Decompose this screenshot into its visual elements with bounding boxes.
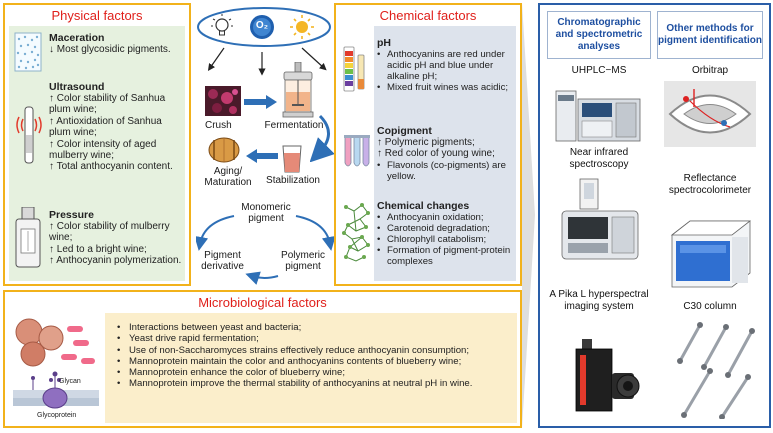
ph-item: Mixed fruit wines was acidic; xyxy=(377,82,515,93)
ultrasound-item: ↑ Color intensity of aged mulberry wine; xyxy=(49,138,157,162)
pigment-derivative-label: Pigment derivative xyxy=(201,250,244,272)
pressure-item: ↑ Led to a bright wine; xyxy=(49,243,147,255)
near-infrared-label: Near infrared spectroscopy xyxy=(569,147,629,170)
environment-factors-oval xyxy=(196,6,332,53)
chemical-changes-heading: Chemical changes xyxy=(377,200,470,212)
maceration-item: ↓ Most glycosidic pigments. xyxy=(49,44,171,55)
ultrasound-item: ↑ Total anthocyanin content. xyxy=(49,161,173,173)
physical-factors-panel: Physical factors Maceration ↓ Most glyco… xyxy=(3,3,191,286)
physical-factors-title: Physical factors xyxy=(51,8,143,23)
chemical-changes-item: Formation of pigment-protein complexes xyxy=(377,245,515,267)
pressure-vessel-icon xyxy=(13,206,43,274)
aging-maturation-label: Aging/ Maturation xyxy=(204,166,252,188)
ph-test-strip-icon xyxy=(342,45,370,100)
ph-item: Anthocyanins are red under acidic pH and… xyxy=(377,49,515,82)
ultrasound-icon xyxy=(13,105,45,172)
yeast-bacteria-icon xyxy=(11,316,101,429)
monomeric-pigment-label: Monomeric pigment xyxy=(241,202,291,224)
orbitrap-icon xyxy=(664,81,756,152)
glycoprotein-label: Glycoprotein xyxy=(37,412,77,419)
microbiological-item: •Mannoprotein maintain the color and ant… xyxy=(117,355,462,367)
chemical-changes-item: Carotenoid degradation; xyxy=(377,223,515,234)
maceration-tank-icon xyxy=(13,31,43,78)
oxygen-label: O₂ xyxy=(255,20,269,31)
chemical-changes-section: Chemical changes Anthocyanin oxidation; … xyxy=(377,200,515,267)
fermentation-to-stabilization-arrow xyxy=(310,114,335,162)
ph-section: pH Anthocyanins are red under acidic pH … xyxy=(377,37,515,93)
stabilization-to-aging-arrow xyxy=(246,149,278,163)
microbiological-item: •Yeast drive rapid fermentation; xyxy=(117,333,259,345)
microbiological-item: •Interactions between yeast and bacteria… xyxy=(117,322,302,333)
chemical-factors-panel: Chemical factors pH Anthocyanins are red… xyxy=(334,3,522,286)
pressure-section: Pressure ↑ Color stability of mulberry w… xyxy=(49,209,185,267)
connector-arrow xyxy=(522,3,536,433)
pigment-cycle-arrows xyxy=(196,215,336,285)
molecule-icon xyxy=(340,201,372,270)
copigment-item: Flavonols (co-pigments) are yellow. xyxy=(377,160,515,182)
chemical-changes-item: Anthocyanin oxidation; xyxy=(377,212,515,223)
c30-column-label: C30 column xyxy=(683,301,737,312)
ph-heading: pH xyxy=(377,37,391,49)
copigment-section: Copigment ↑ Polymeric pigments; ↑ Red co… xyxy=(377,125,515,182)
microbiological-factors-title: Microbiological factors xyxy=(198,295,327,310)
copigment-heading: Copigment xyxy=(377,125,432,137)
maceration-heading: Maceration xyxy=(49,32,105,44)
crush-label: Crush xyxy=(205,120,232,131)
copigment-item: ↑ Polymeric pigments; xyxy=(377,137,475,148)
light-bulb-icon xyxy=(211,14,233,36)
glycan-label: Glycan xyxy=(59,378,81,385)
hyperspectral-camera-icon xyxy=(562,339,646,426)
pressure-item: ↑ Color stability of mulberry wine; xyxy=(49,221,170,244)
copigment-item: ↑ Red color of young wine; xyxy=(377,148,495,160)
fermentation-label: Fermentation xyxy=(264,120,324,131)
stabilization-label: Stabilization xyxy=(266,175,320,186)
microbiological-factors-panel: Microbiological factors xyxy=(3,290,522,428)
chemical-changes-item: Chlorophyll catabolism; xyxy=(377,234,515,245)
other-methods-header: Other methods for pigment identification xyxy=(657,11,763,59)
microbiological-item: •Mannoprotein enhance the color of blueb… xyxy=(117,367,345,379)
ultrasound-item: ↑ Antioxidation of Sanhua plum wine; xyxy=(49,115,162,139)
spectrocolorimeter-icon xyxy=(668,217,754,296)
analysis-methods-panel: Chromatographic and spectrometric analys… xyxy=(538,3,771,428)
pika-l-hyperspectral-label: A Pika L hyperspectral imaging system xyxy=(549,289,649,312)
polymeric-pigment-label: Polymeric pigment xyxy=(281,250,325,272)
factor-arrows xyxy=(207,47,327,76)
wine-glass-icon xyxy=(281,145,303,178)
crushed-fruit-image xyxy=(205,86,241,121)
uhplc-ms-label: UHPLC−MS xyxy=(571,65,627,76)
chromatographic-header: Chromatographic and spectrometric analys… xyxy=(547,11,651,59)
near-infrared-instrument-icon xyxy=(558,177,642,268)
maceration-section: Maceration ↓ Most glycosidic pigments. xyxy=(49,32,183,55)
ultrasound-heading: Ultrasound xyxy=(49,81,105,93)
c30-columns-icon xyxy=(670,321,758,424)
pressure-item: ↑ Anthocyanin polymerization. xyxy=(49,255,182,267)
pressure-heading: Pressure xyxy=(49,209,94,221)
barrel-icon xyxy=(207,136,241,169)
crush-to-fermentation-arrow xyxy=(244,95,277,109)
copigment-tubes-icon xyxy=(342,133,372,178)
ultrasound-item: ↑ Color stability of Sanhua plum wine; xyxy=(49,93,166,116)
ultrasound-section: Ultrasound ↑ Color stability of Sanhua p… xyxy=(49,81,185,173)
orbitrap-label: Orbitrap xyxy=(691,65,729,76)
chemical-factors-title: Chemical factors xyxy=(379,8,477,23)
fermenter-icon xyxy=(280,61,316,123)
microbiological-item: •Mannoprotein improve the thermal stabil… xyxy=(117,378,473,390)
microbiological-content-bg xyxy=(105,313,517,423)
microbiological-item: •Use of non-Saccharomyces strains effect… xyxy=(117,344,470,356)
microbiological-list: •Interactions between yeast and bacteria… xyxy=(117,322,515,390)
uhplc-ms-instrument-icon xyxy=(554,81,646,150)
reflectance-spectrocolorimeter-label: Reflectance spectrocolorimeter xyxy=(668,173,752,196)
sun-icon xyxy=(290,15,314,39)
